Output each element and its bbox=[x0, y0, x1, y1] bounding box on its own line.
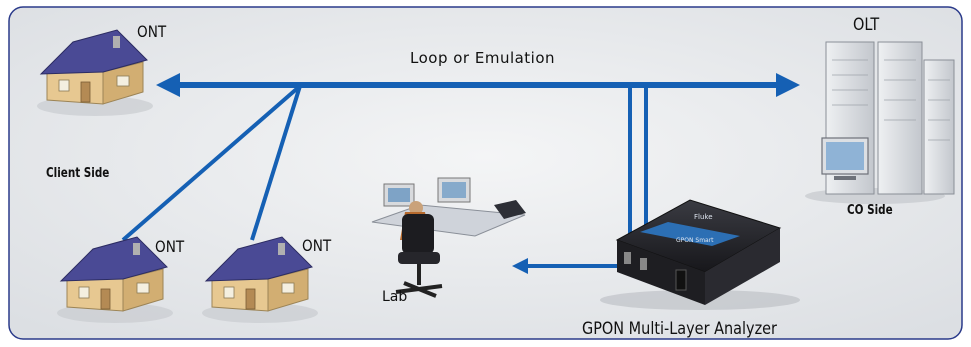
split-link-left bbox=[121, 84, 302, 242]
loop-emulation-label: Loop or Emulation bbox=[410, 49, 556, 67]
ont-label-bottom-left: ONT bbox=[155, 237, 185, 256]
lab-workstation-illustration bbox=[371, 177, 526, 298]
client-side-label: Client Side bbox=[46, 166, 110, 181]
lab-label: Lab bbox=[382, 289, 408, 305]
co-side-label: CO Side bbox=[847, 203, 893, 218]
device-model: GPON Smart bbox=[676, 237, 714, 244]
olt-label: OLT bbox=[853, 15, 880, 35]
fiber-links bbox=[121, 73, 800, 274]
gpon-analyzer-device: Fluke GPON Smart bbox=[600, 199, 800, 310]
gpon-analyzer-label: GPON Multi-Layer Analyzer bbox=[582, 319, 777, 339]
ont-label-top: ONT bbox=[137, 22, 167, 41]
device-brand: Fluke bbox=[694, 213, 713, 221]
olt-rack-illustration bbox=[805, 41, 955, 204]
ont-label-bottom-right: ONT bbox=[302, 236, 332, 255]
split-link-middle bbox=[250, 85, 302, 241]
